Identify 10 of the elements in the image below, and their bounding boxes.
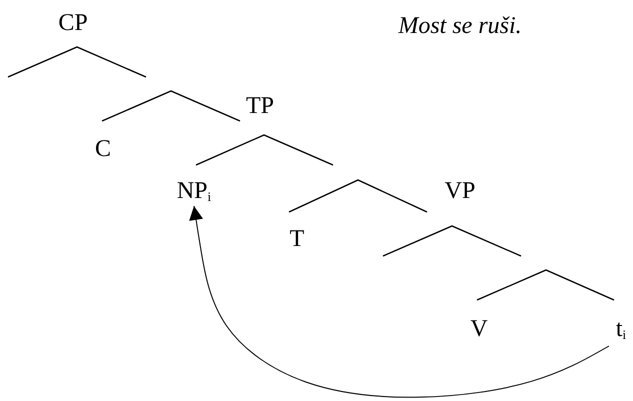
node-label: TP [246,93,274,119]
movement-arrow [189,206,610,398]
node-label: V [470,316,488,342]
node-label: VP [444,178,476,204]
node-label: CP [58,10,88,36]
example-sentence: Most se ruši. [398,13,522,39]
node-label: NP$_{i}$ [176,178,212,204]
node-label: t$_{i}$ [616,316,626,342]
node-label: T [290,226,304,252]
node-label: C [95,136,111,162]
